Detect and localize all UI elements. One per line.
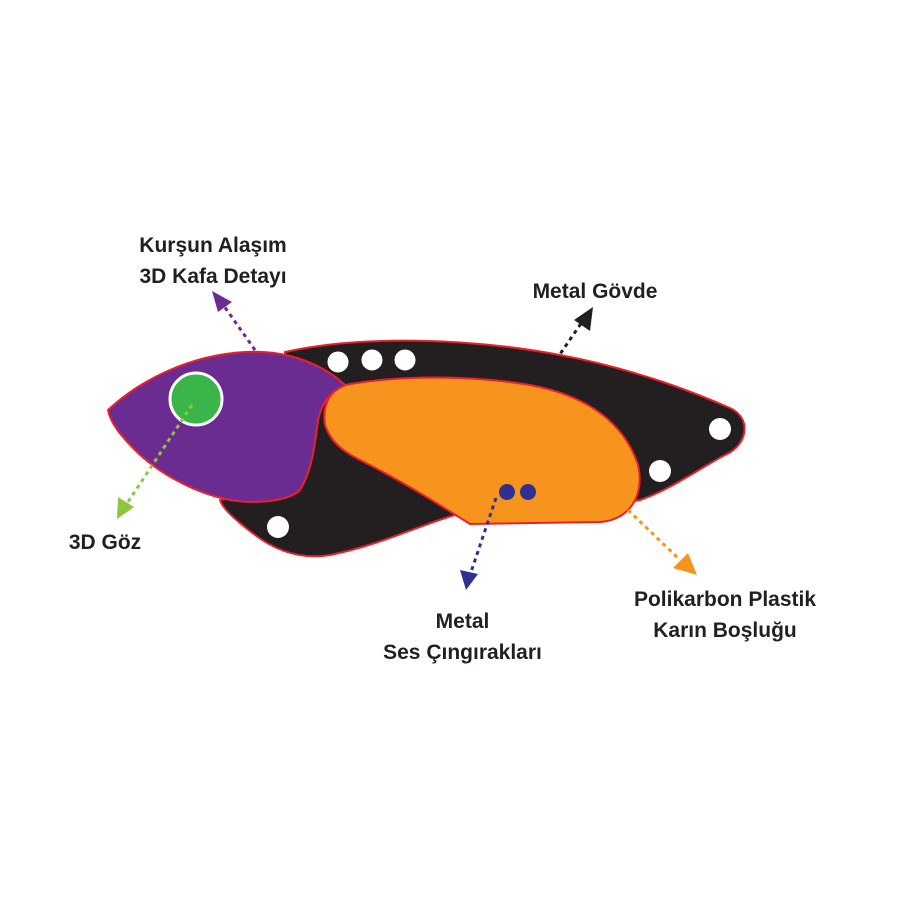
metal-body-line-1: Metal Gövde — [532, 280, 658, 303]
head-callout-arrow — [212, 291, 232, 312]
eye-line-1: 3D Göz — [68, 531, 142, 554]
belly-shape — [323, 376, 641, 526]
head-detail-line-1: Kurşun Alaşım — [139, 234, 287, 257]
belly-line-2: Karın Boşluğu — [653, 619, 797, 642]
eye-shape — [168, 371, 224, 427]
belly-hole — [267, 516, 289, 538]
rattles-label: Metal Ses Çıngırakları — [355, 606, 570, 668]
rattles-line-2: Ses Çıngırakları — [383, 641, 542, 664]
head-shape — [106, 350, 347, 503]
belly-callout-line — [626, 508, 682, 562]
rattles-line-1: Metal — [435, 610, 490, 633]
body-hole-2 — [360, 348, 384, 372]
body-hole-1 — [326, 350, 350, 374]
head-callout-line — [222, 305, 257, 351]
eye-label: 3D Göz — [50, 527, 160, 558]
eye-callout-arrow — [117, 497, 134, 519]
head-detail-label: Kurşun Alaşım 3D Kafa Detayı — [118, 230, 308, 292]
belly-line-1: Polikarbon Plastik — [633, 588, 817, 611]
head-detail-line-2: 3D Kafa Detayı — [139, 265, 287, 288]
rattle-ball-1 — [499, 484, 515, 500]
rattle-callout-line — [468, 497, 498, 576]
eye-callout-line — [124, 404, 194, 506]
tail-hole — [709, 418, 731, 440]
belly-callout-arrow — [673, 553, 697, 575]
belly-label: Polikarbon Plastik Karın Boşluğu — [600, 584, 850, 646]
metal-body-label: Metal Gövde — [510, 276, 680, 307]
rattle-ball-2 — [520, 484, 536, 500]
rattle-callout-arrow — [460, 570, 478, 590]
body-hole-3 — [393, 348, 417, 372]
rear-hole — [649, 460, 671, 482]
body-callout-arrow — [574, 307, 593, 331]
